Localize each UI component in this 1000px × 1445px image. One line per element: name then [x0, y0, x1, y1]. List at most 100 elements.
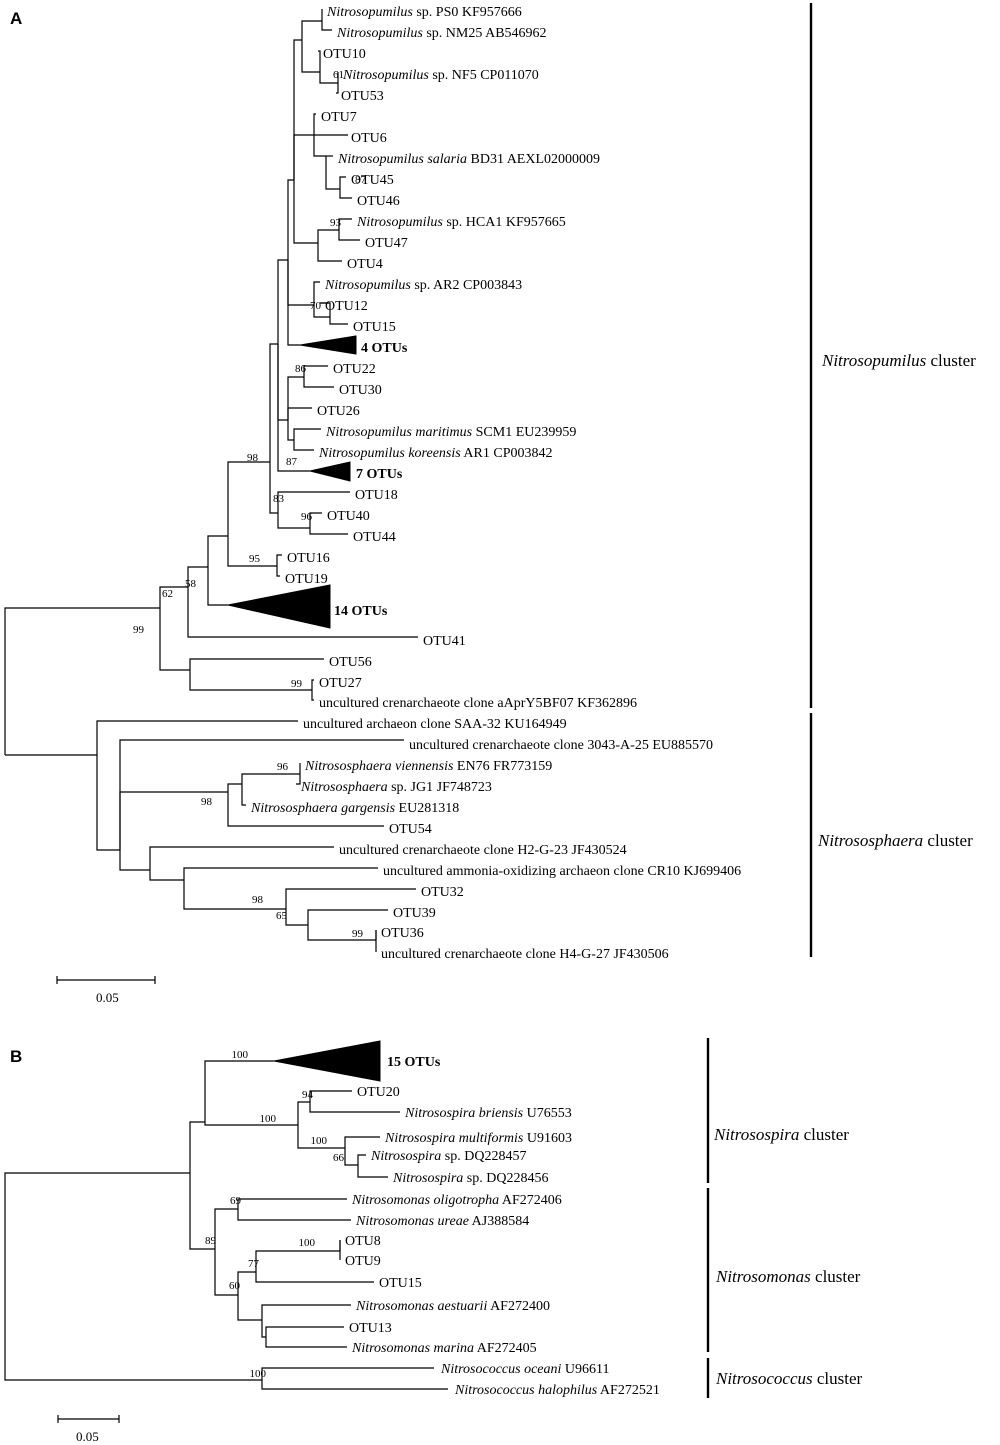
leaf-label: OTU44 [353, 530, 396, 545]
leaf-label: Nitrosopumilus sp. PS0 KF957666 [326, 5, 522, 20]
bootstrap-value: 95 [249, 553, 261, 565]
collapsed-clade-label: 7 OTUs [356, 467, 403, 482]
leaf-label: OTU36 [381, 926, 424, 941]
leaf-label: OTU45 [351, 173, 394, 188]
bootstrap-value: 70 [310, 300, 322, 312]
leaf-label: OTU15 [379, 1276, 422, 1291]
leaf-label: Nitrosopumilus maritimus SCM1 EU239959 [325, 425, 576, 440]
bootstrap-value: 99 [133, 624, 145, 636]
bootstrap-value: 98 [252, 894, 264, 906]
bootstrap-value: 94 [302, 1089, 314, 1101]
leaf-label: Nitrosospira multiformis U91603 [384, 1131, 572, 1146]
panel-a-letter: A [10, 9, 22, 28]
bootstrap-value: 61 [333, 69, 344, 81]
collapsed-clade-label: 15 OTUs [387, 1055, 441, 1070]
bootstrap-value: 100 [260, 1113, 277, 1125]
leaf-label: OTU15 [353, 320, 396, 335]
leaf-label: OTU26 [317, 404, 360, 419]
leaf-label: OTU8 [345, 1234, 381, 1249]
leaf-label: OTU19 [285, 572, 328, 587]
bootstrap-value: 100 [299, 1237, 316, 1249]
panel-a-branches [4, 9, 418, 952]
leaf-label: Nitrosomonas marina AF272405 [351, 1341, 537, 1356]
leaf-label: uncultured crenarchaeote clone H4-G-27 J… [381, 947, 669, 962]
leaf-label: Nitrosopumilus sp. HCA1 KF957665 [356, 215, 566, 230]
collapsed-clade-label: 4 OTUs [361, 341, 408, 356]
leaf-label: Nitrosomonas oligotropha AF272406 [351, 1193, 562, 1208]
bootstrap-value: 83 [273, 493, 285, 505]
leaf-label: uncultured ammonia-oxidizing archaeon cl… [383, 864, 741, 879]
collapsed-clade-label: 14 OTUs [334, 604, 388, 619]
bootstrap-value: 65 [276, 910, 288, 922]
leaf-label: Nitrosopumilus salaria BD31 AEXL02000009 [337, 152, 600, 167]
leaf-label: uncultured crenarchaeote clone 3043-A-25… [409, 738, 713, 753]
cluster-label-nitrosospira: Nitrosospira cluster [713, 1125, 849, 1144]
leaf-label: OTU27 [319, 676, 362, 691]
leaf-label: OTU7 [321, 110, 357, 125]
leaf-label: Nitrosomonas aestuarii AF272400 [355, 1299, 550, 1314]
leaf-label: Nitrosomonas ureae AJ388584 [355, 1214, 529, 1229]
leaf-label: OTU32 [421, 885, 464, 900]
leaf-label: Nitrosopumilus sp. NM25 AB546962 [336, 26, 547, 41]
leaf-label: OTU20 [357, 1085, 400, 1100]
leaf-label: OTU30 [339, 383, 382, 398]
collapsed-clade-14-otus [227, 584, 331, 629]
leaf-label: Nitrososphaera sp. JG1 JF748723 [300, 780, 492, 795]
leaf-label: OTU53 [341, 89, 384, 104]
bootstrap-value: 89 [205, 1235, 217, 1247]
leaf-label: Nitrosopumilus koreensis AR1 CP003842 [318, 446, 553, 461]
leaf-label: OTU6 [351, 131, 387, 146]
panel-a-scale-bar [56, 976, 156, 984]
leaf-label: OTU41 [423, 634, 466, 649]
bootstrap-value: 87 [286, 456, 298, 468]
leaf-label: OTU39 [393, 906, 436, 921]
bootstrap-value: 69 [230, 1195, 242, 1207]
bootstrap-value: 87 [355, 174, 367, 186]
leaf-label: OTU13 [349, 1321, 392, 1336]
leaf-label: Nitrosococcus halophilus AF272521 [454, 1383, 660, 1398]
bootstrap-value: 99 [352, 928, 364, 940]
bootstrap-value: 58 [185, 578, 197, 590]
panel-b-scale-bar [57, 1415, 120, 1423]
leaf-label: OTU47 [365, 236, 408, 251]
collapsed-clade-7-otus [309, 461, 351, 482]
leaf-label: OTU16 [287, 551, 330, 566]
bootstrap-value: 100 [232, 1049, 249, 1061]
bootstrap-value: 98 [201, 796, 213, 808]
collapsed-clade-4-otus [299, 335, 357, 355]
cluster-label-nitrosococcus: Nitrosococcus cluster [715, 1369, 863, 1388]
bootstrap-value: 99 [291, 678, 303, 690]
bootstrap-value: 100 [311, 1135, 328, 1147]
collapsed-clade-15-otus [273, 1040, 381, 1082]
leaf-label: uncultured crenarchaeote clone aAprY5BF0… [319, 696, 637, 711]
panel-b-branches [4, 1040, 448, 1390]
bootstrap-value: 98 [247, 452, 259, 464]
leaf-label: OTU9 [345, 1254, 381, 1269]
panel-a-leaf-labels: Nitrosopumilus sp. PS0 KF957666Nitrosopu… [250, 5, 741, 962]
bootstrap-value: 66 [333, 1152, 345, 1164]
bootstrap-value: 93 [330, 217, 342, 229]
leaf-label: OTU46 [357, 194, 400, 209]
panel-a: A [4, 3, 976, 1005]
leaf-label: OTU56 [329, 655, 372, 670]
leaf-label: Nitrosospira briensis U76553 [404, 1106, 572, 1121]
leaf-label: OTU22 [333, 362, 376, 377]
panel-b-letter: B [10, 1047, 22, 1066]
bootstrap-value: 77 [248, 1258, 260, 1270]
panel-a-scale-label: 0.05 [96, 990, 119, 1005]
cluster-label-nitrosopumilus: Nitrosopumilus cluster [821, 351, 976, 370]
leaf-label: uncultured crenarchaeote clone H2-G-23 J… [339, 843, 627, 858]
leaf-label: OTU10 [323, 47, 366, 62]
bootstrap-value: 60 [229, 1280, 241, 1292]
bootstrap-value: 86 [295, 363, 307, 375]
leaf-label: Nitrosospira sp. DQ228456 [392, 1171, 548, 1186]
leaf-label: Nitrososphaera viennensis EN76 FR773159 [304, 759, 552, 774]
bootstrap-value: 96 [301, 511, 313, 523]
leaf-label: OTU4 [347, 257, 383, 272]
leaf-label: uncultured archaeon clone SAA-32 KU16494… [303, 717, 567, 732]
panel-b-scale-label: 0.05 [76, 1429, 99, 1444]
